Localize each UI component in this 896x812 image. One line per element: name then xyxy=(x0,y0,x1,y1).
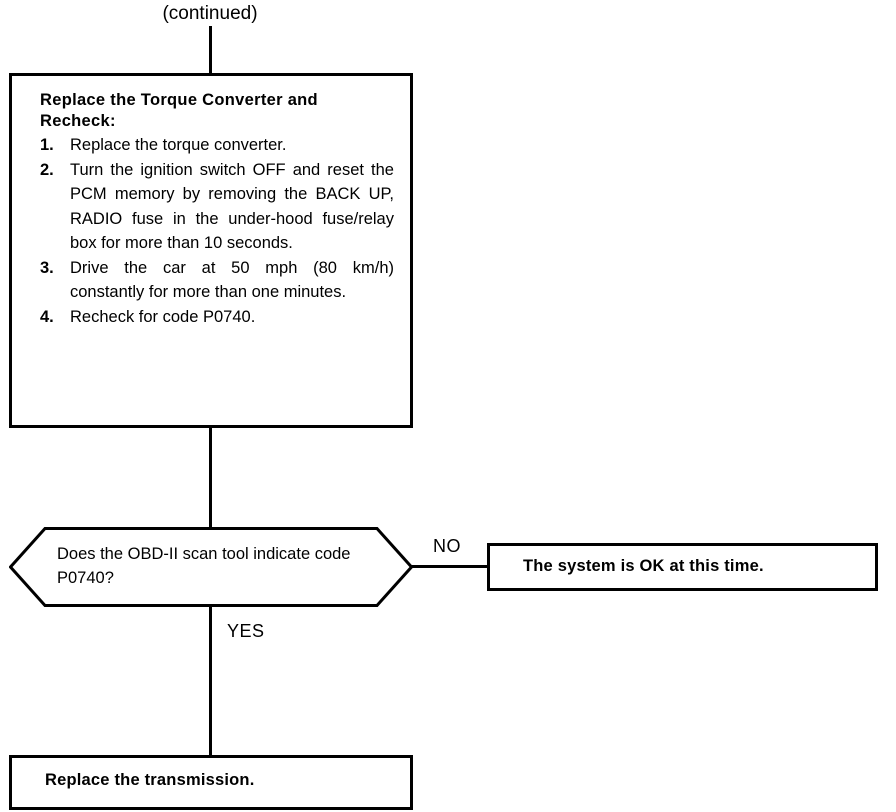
instruction-step: 2. Turn the ignition switch OFF and rese… xyxy=(40,158,394,256)
instruction-step: 1. Replace the torque converter. xyxy=(40,133,394,158)
connector-instruction-to-decision xyxy=(209,428,212,528)
decision-hexagon xyxy=(9,527,413,607)
step-text: Drive the car at 50 mph (80 km/h) consta… xyxy=(70,258,394,302)
connector-no-branch xyxy=(411,565,488,568)
step-text: Turn the ignition switch OFF and reset t… xyxy=(70,160,394,253)
connector-continued-to-instruction xyxy=(209,26,212,74)
replace-transmission-box xyxy=(9,755,413,810)
connector-yes-branch xyxy=(209,605,212,757)
step-text: Replace the torque converter. xyxy=(70,136,287,154)
instruction-step-list: 1. Replace the torque converter. 2. Turn… xyxy=(40,133,394,329)
instruction-heading: Replace the Torque Converter and Recheck… xyxy=(40,91,318,130)
step-text: Recheck for code P0740. xyxy=(70,307,256,326)
replace-transmission-text: Replace the transmission. xyxy=(45,771,255,789)
system-ok-text: The system is OK at this time. xyxy=(523,557,764,575)
step-number: 1. xyxy=(40,136,54,154)
step-number: 3. xyxy=(40,258,54,277)
step-number: 4. xyxy=(40,307,54,326)
branch-label-yes: YES xyxy=(227,621,265,641)
continued-label: (continued) xyxy=(162,3,258,24)
system-ok-box xyxy=(487,543,878,591)
step-number: 2. xyxy=(40,160,54,179)
instruction-step: 4. Recheck for code P0740. xyxy=(40,305,394,330)
branch-label-no: NO xyxy=(433,536,461,556)
decision-question-text: Does the OBD-II scan tool indicate code … xyxy=(57,545,351,587)
instruction-box: Replace the Torque Converter and Recheck… xyxy=(9,73,413,428)
instruction-step: 3. Drive the car at 50 mph (80 km/h) con… xyxy=(40,256,394,305)
